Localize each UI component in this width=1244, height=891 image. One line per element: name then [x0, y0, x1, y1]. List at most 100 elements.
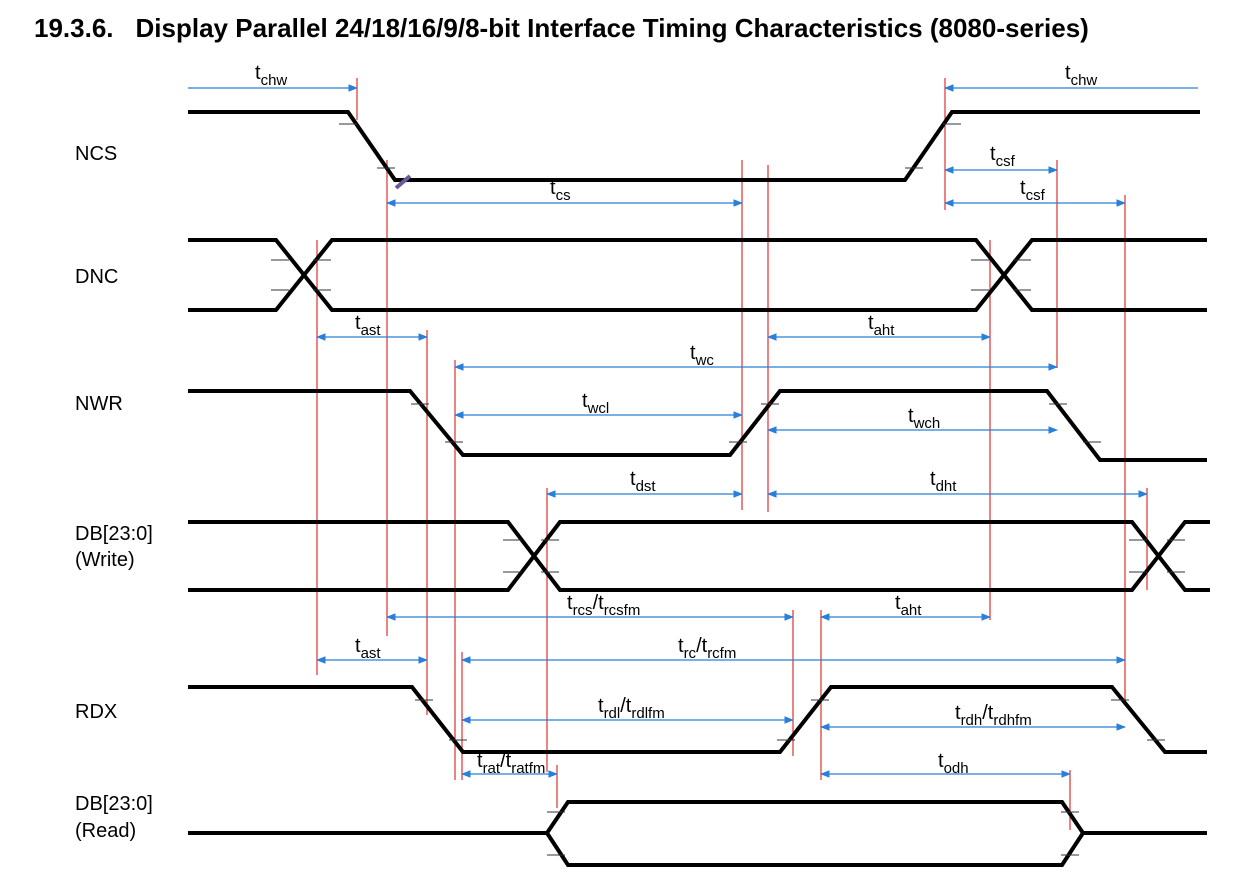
timing-symbol: t [255, 62, 261, 84]
timing-symbol: t [895, 592, 901, 614]
timing-label-csf-1: tcsf [990, 143, 1016, 170]
timing-symbol: /t [982, 702, 994, 724]
timing-subscript: wch [913, 415, 941, 432]
timing-label-cs: tcs [550, 177, 571, 204]
signal-labels: NCS DNC NWR DB[23:0] (Write) RDX DB[23:0] (Read… [75, 143, 153, 842]
timing-symbol: t [550, 177, 556, 199]
signal-label-db-read-1: (Read) [75, 820, 136, 842]
timing-label-wch: twch [908, 405, 940, 432]
timing-symbol: t [355, 635, 361, 657]
timing-subscript: rdl [604, 705, 621, 722]
timing-symbol: /t [500, 750, 512, 772]
timing-subscript: aht [901, 602, 923, 619]
timing-wch: twch [767, 405, 1058, 434]
timing-symbol: t [690, 342, 696, 364]
timing-csf-1: tcsf [944, 143, 1058, 174]
signal-label-db-write: DB[23:0] [75, 523, 153, 545]
timing-symbol: t [868, 312, 874, 334]
timing-symbol: /t [620, 695, 632, 717]
timing-label-chw-1: tchw [255, 62, 287, 89]
timing-rdh: trdh/trdhfm [820, 702, 1126, 731]
timing-rc: trc/trcfm [461, 635, 1126, 664]
timing-aht-1: taht [767, 312, 991, 341]
timing-subscript: rcs [573, 602, 593, 619]
section-number: 19.3.6. [34, 13, 114, 43]
timing-subscript: dst [636, 478, 657, 495]
timing-subscript: ast [361, 645, 382, 662]
timing-label-csf-2: tcsf [1020, 177, 1046, 204]
signal-label-rdx: RDX [75, 701, 117, 723]
timing-subscript: rdlfm [631, 705, 664, 722]
timing-symbol: /t [696, 635, 708, 657]
timing-symbol: t [938, 750, 944, 772]
timing-rat: trat/tratfm [461, 750, 558, 778]
timing-subscript: ast [361, 322, 382, 339]
timing-ast-1: tast [316, 312, 428, 341]
timing-symbol: t [582, 390, 588, 412]
timing-symbol: t [955, 702, 961, 724]
timing-label-rc: trc/trcfm [678, 635, 736, 662]
timing-odh: todh [820, 750, 1071, 778]
timing-label-rat: trat/tratfm [477, 750, 545, 777]
rdx-trace [188, 685, 1207, 754]
timing-subscript: rc [684, 645, 697, 662]
timing-symbol: t [1065, 62, 1071, 84]
timing-symbol: t [908, 405, 914, 427]
timing-subscript: rdhfm [993, 712, 1031, 729]
section-title: 19.3.6. Display Parallel 24/18/16/9/8-bit… [34, 6, 1234, 50]
timing-subscript: dht [936, 478, 958, 495]
db-read-trace-high [545, 800, 1085, 835]
timing-label-dht: tdht [930, 468, 957, 495]
timing-label-rdh: trdh/trdhfm [955, 702, 1032, 729]
signal-label-db-read: DB[23:0] [75, 793, 153, 815]
signal-label-dnc: DNC [75, 266, 118, 288]
db-write-trace-low [188, 520, 1210, 592]
timing-symbol: t [477, 750, 483, 772]
timing-label-odh: todh [938, 750, 969, 777]
db-write-trace-high [188, 520, 1210, 592]
timing-label-aht-1: taht [868, 312, 895, 339]
db-read-trace-low [545, 831, 1085, 867]
signal-label-db-write-1: (Write) [75, 549, 135, 571]
timing-subscript: chw [261, 72, 288, 89]
timing-symbol: t [678, 635, 684, 657]
timing-subscript: rcsfm [604, 602, 641, 619]
timing-subscript: odh [944, 760, 969, 777]
timing-dst: tdst [546, 468, 743, 498]
timing-wcl: twcl [454, 390, 743, 419]
timing-wc: twc [454, 342, 1058, 371]
timing-rcs: trcs/trcsfm [386, 592, 794, 621]
timing-label-ast-1: tast [355, 312, 381, 339]
timing-subscript: rat [483, 760, 501, 777]
timing-symbol: t [1020, 177, 1026, 199]
timing-label-rdl: trdl/trdlfm [598, 695, 665, 722]
timing-subscript: chw [1071, 72, 1098, 89]
dnc-trace-high [188, 238, 1207, 312]
timing-subscript: csf [1026, 187, 1046, 204]
timing-label-wcl: twcl [582, 390, 609, 417]
timing-label-rcs: trcs/trcsfm [567, 592, 640, 619]
signal-label-ncs: NCS [75, 143, 117, 165]
signal-traces [188, 110, 1210, 867]
timing-symbol: t [355, 312, 361, 334]
timing-label-wc: twc [690, 342, 714, 369]
pencil-mark-icon [394, 174, 412, 190]
timing-subscript: rdh [961, 712, 983, 729]
timing-label-chw-2: tchw [1065, 62, 1097, 89]
timing-label-dst: tdst [630, 468, 656, 495]
signal-label-nwr: NWR [75, 393, 123, 415]
timing-symbol: t [598, 695, 604, 717]
timing-csf-2: tcsf [944, 177, 1126, 207]
timing-chw-2: tchw [944, 62, 1198, 92]
timing-symbol: t [567, 592, 573, 614]
timing-label-aht-2: taht [895, 592, 922, 619]
timing-chw-1: tchw [188, 62, 358, 92]
timing-subscript: wcl [587, 400, 610, 417]
section-heading: Display Parallel 24/18/16/9/8-bit Interf… [135, 13, 1089, 43]
timing-subscript: aht [874, 322, 896, 339]
timing-subscript: csf [996, 153, 1016, 170]
edge-ticks [271, 123, 1185, 856]
timing-symbol: /t [593, 592, 605, 614]
